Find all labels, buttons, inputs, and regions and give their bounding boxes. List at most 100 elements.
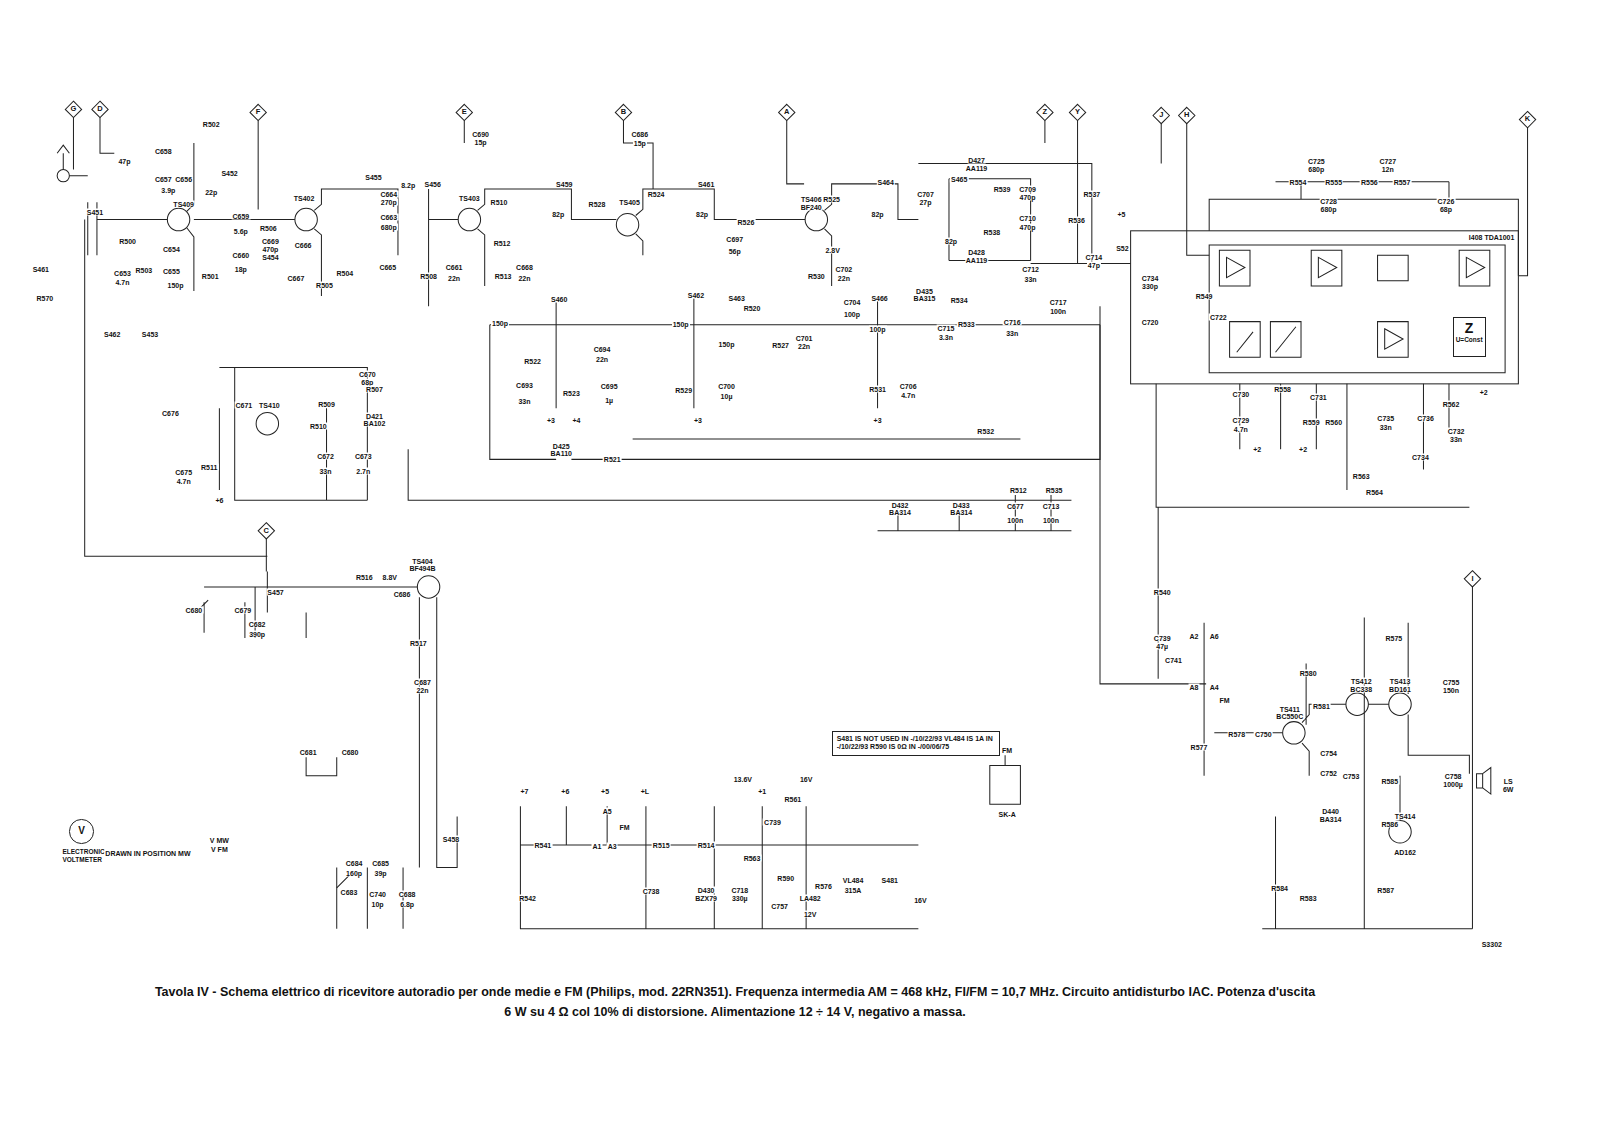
- component-label: R558: [1273, 385, 1292, 392]
- regulator-block: ZU=Const: [1453, 317, 1486, 357]
- component-label: C714: [1085, 254, 1104, 261]
- component-label: C655: [162, 268, 181, 275]
- component-label: +3: [693, 417, 703, 424]
- component-label: S481: [881, 876, 899, 883]
- component-label: R504: [336, 270, 355, 277]
- component-label: A6: [1209, 632, 1220, 639]
- component-label: +3: [546, 417, 556, 424]
- component-label: C709: [1018, 185, 1037, 192]
- component-label: 5.6p: [233, 227, 249, 234]
- component-label: R530: [807, 272, 826, 279]
- component-label: R534: [950, 297, 969, 304]
- component-label: R527: [771, 341, 790, 348]
- connector-letter: B: [620, 108, 627, 116]
- component-label: C734: [1141, 274, 1160, 281]
- component-label: C739: [763, 819, 782, 826]
- component-label: 33n: [1024, 275, 1038, 282]
- component-label: 3.3n: [938, 333, 954, 340]
- component-label: C755: [1442, 678, 1461, 685]
- component-label: 100p: [869, 325, 887, 332]
- component-label: R578: [1227, 730, 1246, 737]
- variable-capacitors: [196, 600, 349, 888]
- node-heading: Z: [1456, 320, 1483, 337]
- component-label: R583: [1299, 894, 1318, 901]
- diamond-stems: [73, 118, 1527, 929]
- component-label: R523: [562, 389, 581, 396]
- component-label: 15p: [633, 139, 647, 146]
- component-label: D432: [891, 502, 910, 509]
- component-label: C660: [231, 252, 250, 259]
- component-label: TS414: [1394, 813, 1417, 820]
- component-label: R526: [737, 219, 756, 226]
- component-label: C685: [371, 860, 390, 867]
- component-label: +L: [640, 787, 650, 794]
- component-label: 47µ: [1155, 642, 1169, 649]
- component-label: C704: [843, 299, 862, 306]
- node-heading: V: [70, 820, 92, 842]
- component-label: 10p: [371, 901, 385, 908]
- node-heading: I408 TDA1001: [1469, 234, 1515, 242]
- component-label: C653: [113, 270, 132, 277]
- component-label: AA119: [965, 165, 988, 172]
- component-label: FM: [1218, 697, 1230, 704]
- oscillator: [204, 572, 457, 929]
- component-label: C670: [358, 371, 377, 378]
- component-label: S462: [103, 330, 121, 337]
- agc-lines: [408, 298, 1100, 531]
- component-label: 150p: [718, 340, 736, 347]
- voltmeter-symbol: VELECTRONIC VOLTMETER: [69, 819, 93, 843]
- component-label: A1: [591, 842, 602, 849]
- component-label: C668: [515, 264, 534, 271]
- component-label: C732: [1447, 427, 1466, 434]
- component-label: C686: [393, 590, 412, 597]
- component-label: S461: [697, 180, 715, 187]
- component-label: 150p: [167, 281, 185, 288]
- component-label: C713: [1042, 503, 1061, 510]
- component-label: C757: [770, 903, 789, 910]
- component-label: C726: [1437, 198, 1456, 205]
- component-label: TS402: [293, 194, 316, 201]
- component-label: S466: [870, 294, 888, 301]
- component-label: S459: [555, 180, 573, 187]
- component-label: 160p: [345, 870, 363, 877]
- ic-blocks: [1209, 182, 1518, 490]
- component-label: D425: [552, 442, 571, 449]
- component-label: SK-A: [998, 811, 1017, 818]
- component-label: R590: [776, 874, 795, 881]
- component-label: 18p: [234, 266, 248, 273]
- component-label: C730: [1231, 390, 1250, 397]
- component-label: LA482: [799, 894, 822, 901]
- component-label: V FM: [210, 845, 229, 852]
- component-label: R515: [652, 841, 671, 848]
- component-label: 33n: [318, 468, 332, 475]
- component-label: 6.8p: [399, 901, 415, 908]
- component-label: C738: [642, 887, 661, 894]
- component-label: S455: [364, 173, 382, 180]
- component-label: C725: [1307, 158, 1326, 165]
- component-label: C754: [1319, 750, 1338, 757]
- component-label: R511: [200, 464, 218, 471]
- component-label: R517: [409, 639, 428, 646]
- component-label: 4.7n: [114, 278, 130, 285]
- component-label: A5: [602, 808, 613, 815]
- component-label: C669: [261, 237, 280, 244]
- component-label: C695: [600, 382, 619, 389]
- component-label: C686: [630, 130, 649, 137]
- component-label: C661: [445, 264, 464, 271]
- component-label: +3: [873, 417, 883, 424]
- component-label: C701: [795, 334, 814, 341]
- audio-amplifier: [1100, 325, 1472, 929]
- component-label: C667: [287, 274, 306, 281]
- component-label: C666: [294, 241, 313, 248]
- component-label: C688: [398, 890, 417, 897]
- component-label: D433: [952, 502, 971, 509]
- figure-caption: Tavola IV - Schema elettrico di ricevito…: [150, 982, 1320, 1022]
- component-label: R580: [1299, 670, 1318, 677]
- component-label: 150n: [1442, 686, 1460, 693]
- component-label: C697: [725, 235, 744, 242]
- component-label: S3302: [1481, 940, 1503, 947]
- component-label: C736: [1416, 415, 1435, 422]
- component-label: TS409: [172, 201, 195, 208]
- component-label: BA314: [1319, 816, 1343, 823]
- component-label: R521: [603, 456, 622, 463]
